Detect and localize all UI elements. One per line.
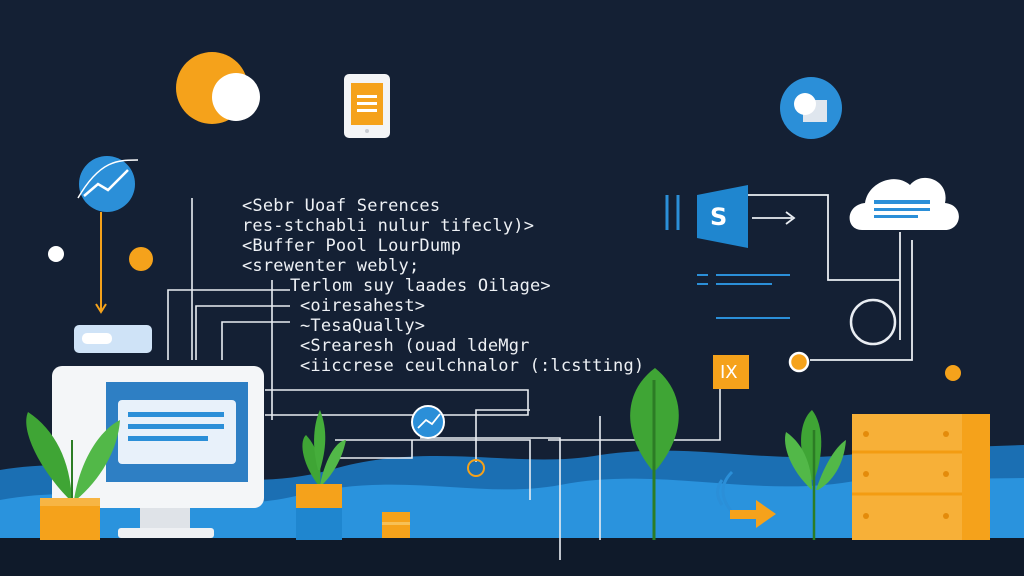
document-circle-icon <box>780 77 842 139</box>
mini-chart-icon <box>411 405 445 439</box>
dash-lines <box>697 274 790 319</box>
search-pill <box>74 325 152 353</box>
ix-badge-bg <box>713 355 749 389</box>
tablet-icon <box>344 74 390 138</box>
plant-left-icon <box>26 412 120 540</box>
plant-middle-icon <box>296 410 346 540</box>
wifi-signal-icon <box>716 470 734 513</box>
right-connector-lines <box>748 194 913 361</box>
small-box-icon <box>382 512 410 538</box>
ring-outline <box>849 298 897 346</box>
plant-right-icon <box>785 410 846 540</box>
connector-lines <box>167 198 721 560</box>
arrow-right-icon <box>730 500 776 528</box>
ring-node-left <box>467 459 485 477</box>
ix-badge-label: IX <box>720 362 738 383</box>
s-badge-label: S <box>710 203 728 231</box>
ring-node-right <box>788 351 810 373</box>
dot-white <box>48 246 64 262</box>
s-badge-icon <box>665 185 748 248</box>
monitor-icon <box>52 366 264 538</box>
cloud-icon <box>849 177 959 230</box>
dot-orange-left <box>129 247 153 271</box>
dot-orange-right <box>945 365 961 381</box>
tall-plant-icon <box>630 368 679 540</box>
arrow-down-icon <box>95 212 107 314</box>
ground-floor <box>0 538 1024 576</box>
trend-chart-icon <box>77 156 139 212</box>
server-rack-icon <box>852 414 990 540</box>
moon-sun-icon <box>176 52 260 124</box>
